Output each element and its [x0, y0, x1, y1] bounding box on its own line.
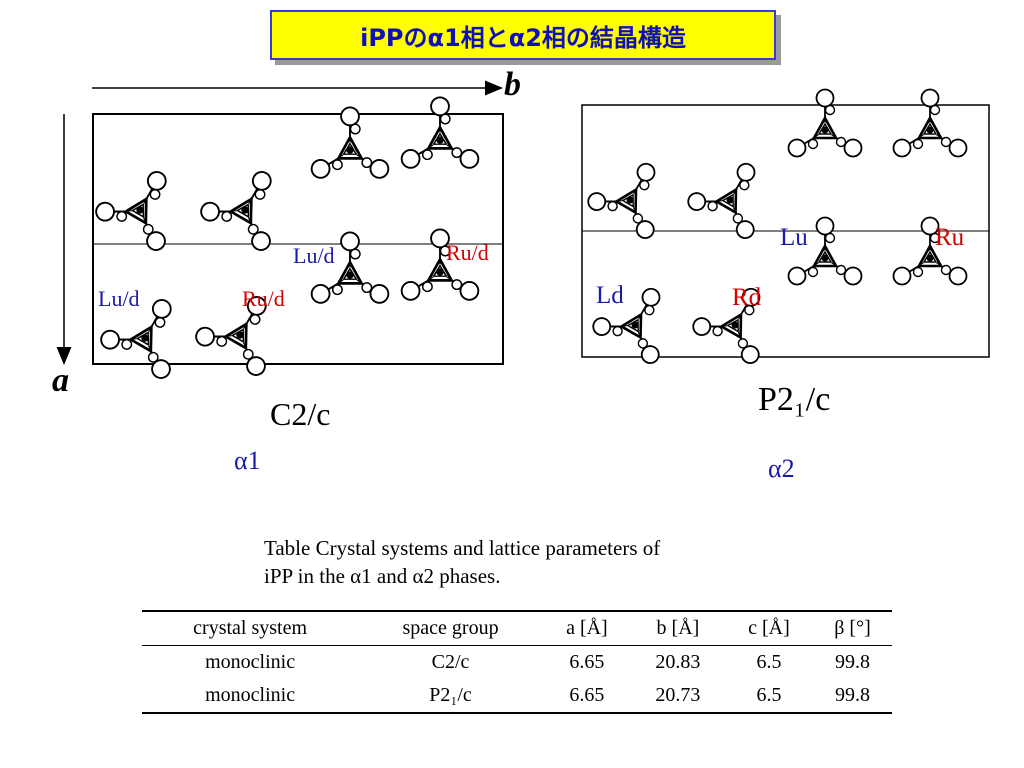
caption-line-1: Table Crystal systems and lattice parame…	[264, 536, 661, 560]
helix-motif	[787, 216, 863, 286]
alpha2-phase-label: α2	[768, 454, 795, 483]
helix-motif	[95, 171, 167, 251]
header-beta: β [°]	[834, 617, 871, 639]
cell-crystal-system: monoclinic	[205, 684, 296, 706]
cell-c: 6.5	[756, 651, 782, 673]
cell-crystal-system: monoclinic	[205, 651, 296, 673]
helix-molecules	[95, 88, 968, 379]
helix-motif	[195, 296, 267, 376]
cell-b: 20.83	[655, 651, 701, 673]
alpha1-space-group: C2/c	[270, 396, 331, 432]
label-ru-d-top: Ru/d	[446, 240, 489, 265]
crystal-structure-figure	[56, 80, 990, 379]
alpha1-phase-label: α1	[234, 446, 261, 475]
helix-motif	[787, 88, 863, 158]
table-header-row: crystal system space group a [Å] b [Å] c…	[142, 611, 892, 646]
helix-motif	[310, 231, 390, 304]
cell-a: 6.65	[569, 684, 605, 706]
slide-title-box: iPPのα1相とα2相の結晶構造	[270, 10, 776, 60]
helix-motif	[892, 88, 968, 158]
a-axis-label: a	[52, 362, 69, 399]
cell-space-group: P2₁/c	[429, 684, 472, 706]
helix-motif	[692, 287, 761, 364]
header-b: b [Å]	[656, 617, 700, 639]
helix-motif	[687, 162, 756, 239]
helix-motif	[310, 106, 390, 179]
cell-b: 20.73	[655, 684, 701, 706]
label-lu: Lu	[780, 224, 808, 251]
alpha2-space-group: P2₁/c	[758, 381, 831, 418]
label-rd: Rd	[732, 284, 762, 311]
caption-line-2: iPP in the α1 and α2 phases.	[264, 564, 501, 588]
header-a: a [Å]	[566, 617, 608, 639]
label-ru: Ru	[935, 224, 965, 251]
alpha1-unit-cell	[92, 113, 504, 365]
table-row: monoclinic C2/c 6.65 20.83 6.5 99.8	[142, 646, 892, 680]
helix-motif	[892, 216, 968, 286]
helix-motif	[400, 96, 480, 169]
cell-a: 6.65	[569, 651, 605, 673]
label-lu-d-bottom: Lu/d	[98, 286, 140, 311]
header-crystal-system: crystal system	[193, 617, 308, 639]
cell-beta: 99.8	[835, 651, 870, 673]
table-row: monoclinic P2₁/c 6.65 20.73 6.5 99.8	[142, 679, 892, 713]
slide-title: iPPのα1相とα2相の結晶構造	[360, 23, 686, 52]
label-ld: Ld	[596, 282, 624, 309]
helix-motif	[200, 171, 272, 251]
header-space-group: space group	[402, 617, 499, 639]
lattice-parameter-table: crystal system space group a [Å] b [Å] c…	[142, 610, 892, 714]
helix-motif	[592, 287, 661, 364]
cell-c: 6.5	[756, 684, 782, 706]
label-ru-d-bottom: Ru/d	[242, 286, 285, 311]
cell-space-group: C2/c	[431, 651, 470, 673]
header-c: c [Å]	[748, 617, 790, 639]
b-axis-label: b	[504, 66, 521, 103]
label-lu-d-top: Lu/d	[293, 243, 335, 268]
helix-motif	[100, 299, 172, 379]
cell-beta: 99.8	[835, 684, 870, 706]
table-caption: Table Crystal systems and lattice parame…	[264, 534, 824, 590]
helix-motif	[400, 228, 480, 301]
helix-motif	[587, 162, 656, 239]
